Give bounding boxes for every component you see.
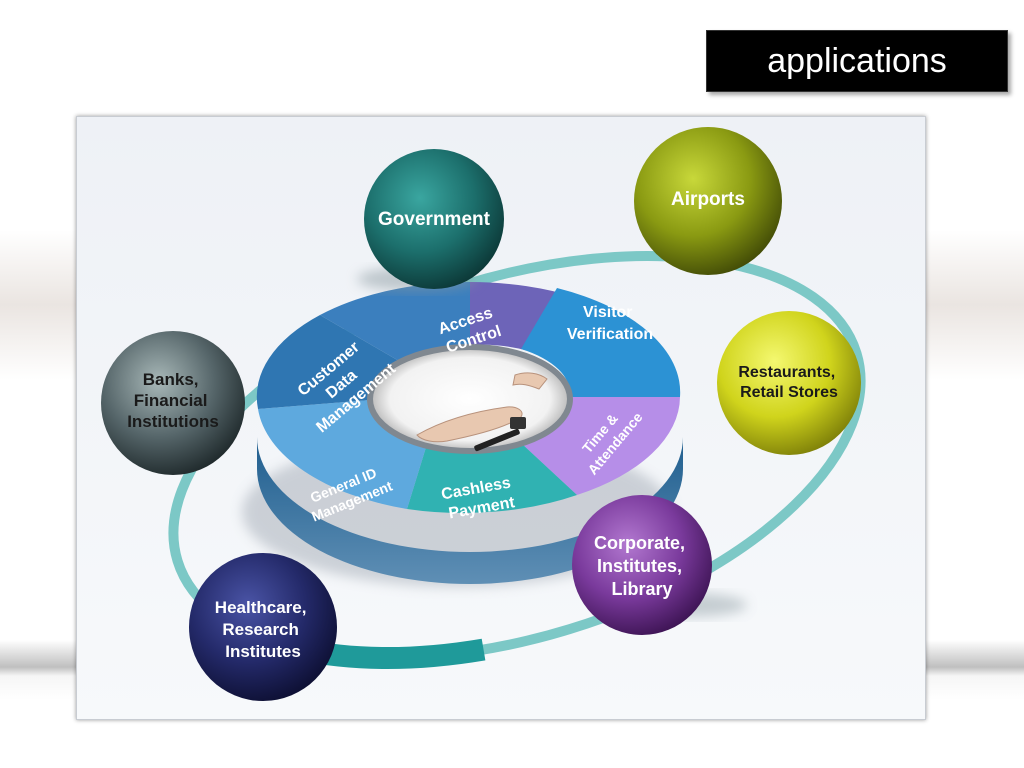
sphere-corporate: Corporate, Institutes, Library xyxy=(572,495,747,635)
segment-visitor-label: Visitor Verification xyxy=(567,304,653,343)
diagram-frame: Customer Data Management Access Control … xyxy=(76,116,926,720)
sphere-banks: Banks, Financial Institutions xyxy=(101,331,245,475)
segment-customer xyxy=(320,281,470,361)
sphere-banks-label: Banks, Financial Institutions xyxy=(127,370,219,431)
sphere-government: Government xyxy=(357,149,504,291)
hand-scanner-icon xyxy=(416,372,548,452)
sphere-corporate-label: Corporate, Institutes, Library xyxy=(594,533,690,599)
slide-title: applications xyxy=(706,30,1008,92)
sphere-airports: Airports xyxy=(634,127,782,275)
sphere-restaurants-label: Restaurants, Retail Stores xyxy=(738,364,839,401)
sphere-healthcare: Healthcare, Research Institutes xyxy=(189,553,337,701)
sphere-healthcare-label: Healthcare, Research Institutes xyxy=(215,598,311,661)
segment-customer-lower xyxy=(256,315,399,409)
segment-visitor xyxy=(521,288,681,397)
applications-diagram: Customer Data Management Access Control … xyxy=(77,117,925,719)
sphere-restaurants: Restaurants, Retail Stores xyxy=(717,311,861,455)
segment-cashless xyxy=(407,443,577,513)
sphere-government-label: Government xyxy=(378,209,491,230)
sphere-airports-label: Airports xyxy=(671,189,745,210)
